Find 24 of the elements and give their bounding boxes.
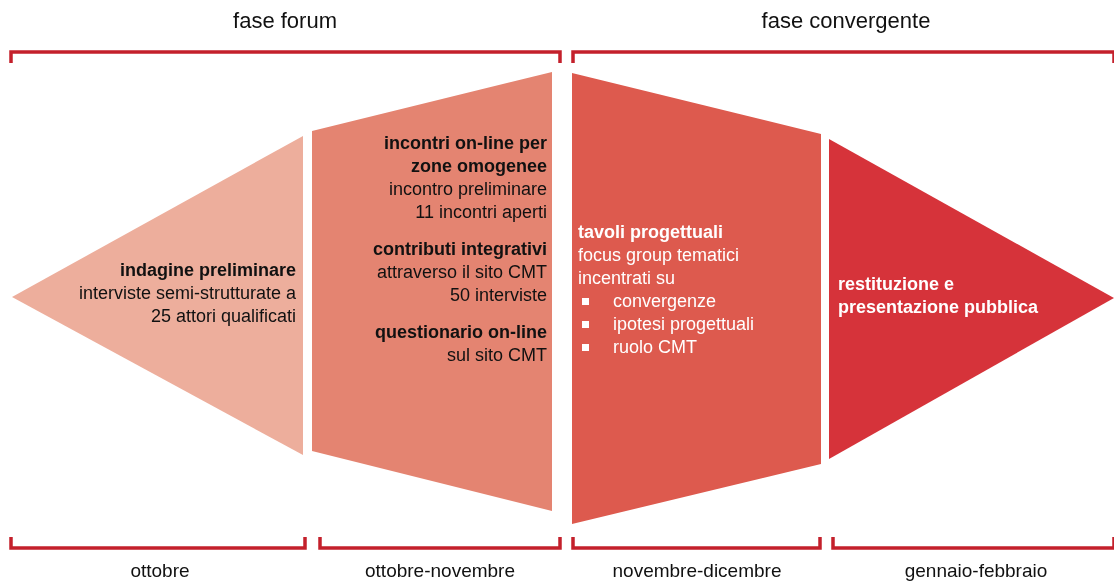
- phase-title: fase forum: [233, 8, 337, 34]
- stage-description: interviste semi-strutturate a 25 attori qualificati: [78, 283, 296, 326]
- stage-description: 50 interviste: [449, 285, 547, 305]
- stage-heading: indagine preliminare: [119, 260, 296, 280]
- stage-heading: contributi integrativi: [373, 239, 547, 259]
- period-label: ottobre: [130, 560, 190, 582]
- stage-description: incontro preliminare: [388, 179, 547, 199]
- stage-heading: restituzione e presentazione pubblica: [838, 274, 1039, 317]
- phase-title: fase convergente: [761, 8, 931, 34]
- bullet-item-text: convergenze: [613, 290, 717, 313]
- stage-heading: tavoli progettuali: [578, 222, 723, 242]
- stage-shape: [12, 136, 303, 455]
- stage-description: 11 incontri aperti: [415, 202, 547, 222]
- stage-description: sul sito CMT: [447, 345, 547, 365]
- stage-shape: [312, 72, 552, 511]
- period-label: gennaio-febbraio: [904, 560, 1048, 582]
- period-label: novembre-dicembre: [612, 560, 782, 582]
- stage-shape: [572, 73, 821, 524]
- stage-description: attraverso il sito CMT: [376, 262, 547, 282]
- bullet-item-text: ipotesi progettuali: [613, 313, 755, 336]
- bullet-item-text: ruolo CMT: [613, 336, 697, 359]
- stage-heading: questionario on-line: [375, 322, 547, 342]
- stage-shape: [829, 139, 1114, 459]
- period-label: ottobre-novembre: [365, 560, 515, 582]
